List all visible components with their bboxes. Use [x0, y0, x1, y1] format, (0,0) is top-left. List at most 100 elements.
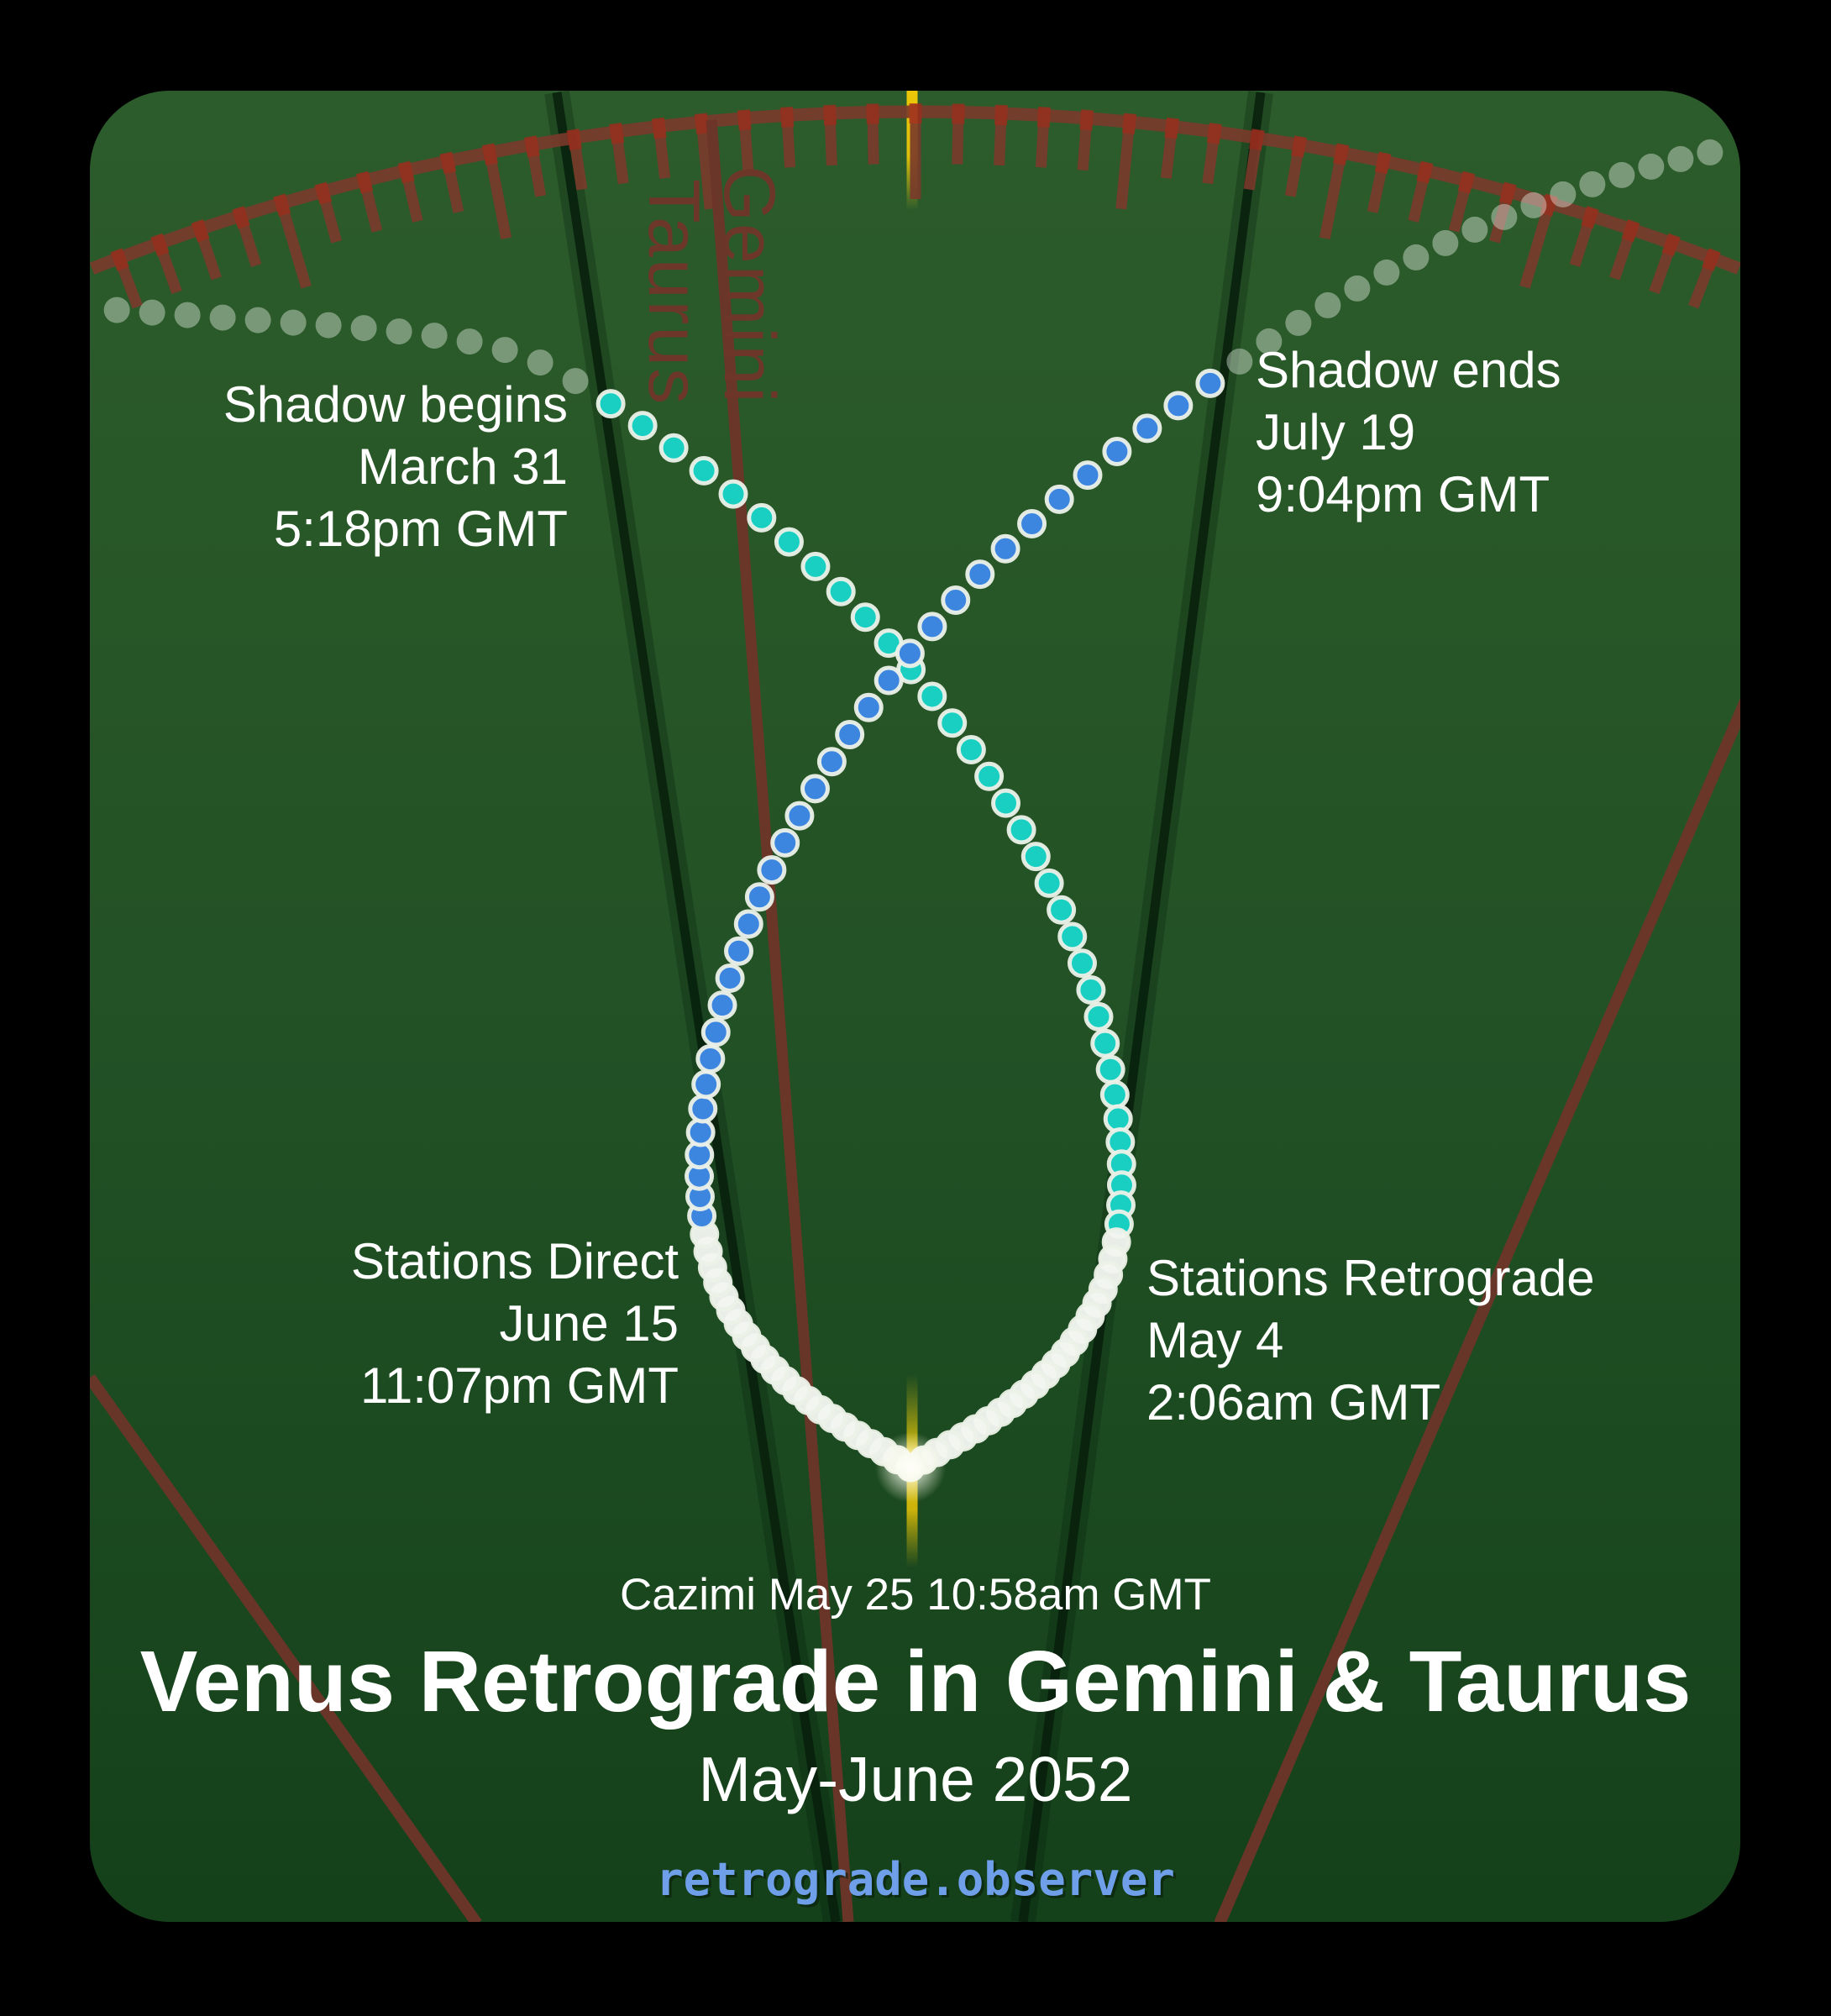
venus-day-dot-blue: [700, 1017, 731, 1047]
venus-day-dot-faded: [562, 368, 589, 395]
venus-day-dot-cyan: [1090, 1028, 1120, 1058]
sign-boundary-gemini-cancer: [1214, 695, 1740, 1922]
venus-day-dot-cyan: [1067, 948, 1097, 979]
ruler-tick-degree-mark: [994, 104, 1008, 126]
ruler-tick-degree-mark: [1206, 122, 1222, 144]
venus-day-dot-faded: [315, 312, 342, 339]
ruler-tick-degree-mark: [1457, 171, 1476, 194]
shadow-begins-time: 5:18pm GMT: [273, 501, 568, 557]
venus-day-dot-blue: [816, 747, 847, 777]
ruler-tick-degree-mark: [1291, 135, 1308, 158]
shadow-ends-title: Shadow ends: [1256, 342, 1561, 398]
venus-day-dot-blue: [990, 533, 1020, 564]
venus-day-dot-cyan: [1047, 895, 1077, 925]
sign-boundary-aries-taurus: [90, 1373, 482, 1922]
ruler-tick-degree-mark: [1702, 248, 1721, 271]
venus-day-dot-faded: [139, 299, 165, 326]
venus-day-dot-faded: [1344, 275, 1371, 302]
venus-day-dot-blue: [874, 665, 904, 696]
ruler-tick-degree-mark: [1079, 109, 1094, 131]
venus-day-dot-blue: [917, 612, 947, 642]
venus-day-dot-blue: [784, 801, 815, 831]
venus-day-dot-cyan: [1095, 1054, 1125, 1084]
venus-day-dot-cyan: [956, 735, 986, 765]
venus-day-dot-faded: [1432, 229, 1459, 256]
venus-day-dot-blue: [685, 1117, 716, 1147]
venus-day-dot-faded: [1403, 244, 1430, 270]
venus-day-dot-faded: [103, 297, 130, 323]
venus-day-dot-blue: [853, 692, 884, 722]
venus-day-dot-cyan: [1076, 975, 1106, 1005]
stations-direct-time: 11:07pm GMT: [359, 1357, 679, 1414]
venus-day-dot-faded: [1608, 161, 1635, 188]
venus-day-dot-blue: [770, 827, 800, 858]
venus-day-dot-cyan: [991, 788, 1021, 818]
venus-day-dot-faded: [280, 309, 307, 336]
shadow-ends-time: 9:04pm GMT: [1256, 466, 1550, 522]
shadow-begins-date: March 31: [357, 438, 568, 495]
stations-retrograde-title: Stations Retrograde: [1146, 1250, 1595, 1306]
ruler-tick-degree-mark: [397, 160, 415, 184]
venus-day-dot-cyan: [1099, 1079, 1130, 1110]
venus-day-dot-cyan: [718, 479, 748, 509]
venus-day-dot-faded: [456, 328, 483, 355]
label-cazimi: Cazimi May 25 10:58am GMT: [620, 1570, 1211, 1620]
venus-day-dot-faded: [1285, 309, 1312, 336]
venus-day-dot-cyan: [747, 502, 777, 533]
shadow-begins-title: Shadow begins: [223, 376, 568, 433]
venus-day-dot-faded: [1638, 153, 1665, 180]
ruler-tick-degree-mark: [737, 109, 752, 131]
ruler-tick-degree-mark: [1036, 106, 1052, 128]
venus-day-dot-blue: [1195, 368, 1225, 398]
ruler-tick-degree-mark: [150, 233, 170, 257]
ruler-tick-degree-mark: [651, 117, 667, 139]
ruler-tick-degree-mark: [779, 106, 795, 128]
venus-day-dot-blue: [733, 909, 763, 939]
venus-day-dot-faded: [1520, 192, 1547, 218]
ruler-tick-degree-mark: [1164, 117, 1180, 139]
ruler-tick-degree-mark: [232, 206, 250, 229]
cazimi-glow: [875, 1432, 946, 1503]
venus-day-dot-blue: [1044, 484, 1074, 514]
venus-day-dot-blue: [688, 1094, 718, 1124]
venus-day-dot-blue: [1163, 391, 1194, 421]
stations-retrograde-time: 2:06am GMT: [1146, 1374, 1441, 1431]
ruler-tick-degree-mark: [439, 151, 457, 175]
ruler-tick-degree-mark: [823, 104, 837, 126]
constellation-boundary-right: [1018, 92, 1266, 1922]
venus-day-dot-blue: [724, 936, 754, 966]
stations-direct-date: June 15: [499, 1295, 679, 1352]
venus-day-dot-cyan: [974, 761, 1005, 791]
sign-label-taurus: Taurus: [633, 179, 714, 407]
ruler-tick-degree-mark: [1661, 233, 1681, 257]
ruler-tick-degree-mark: [355, 171, 374, 194]
venus-day-dot-faded: [421, 323, 448, 349]
venus-day-dot-faded: [174, 302, 201, 328]
venus-day-dot-cyan: [627, 411, 658, 441]
venus-day-dot-blue: [800, 774, 830, 804]
venus-day-dot-faded: [1697, 139, 1723, 165]
venus-day-dot-faded: [1579, 171, 1606, 197]
venus-day-dot-blue: [965, 559, 995, 590]
card-background: [90, 91, 1740, 1922]
venus-day-dot-faded: [350, 315, 377, 342]
venus-day-dot-faded: [1256, 328, 1283, 354]
venus-day-dot-blue: [1132, 413, 1162, 444]
venus-day-dot-faded: [527, 349, 553, 376]
ruler-tick-degree-mark: [314, 181, 333, 205]
venus-day-dot-blue: [707, 990, 737, 1021]
ruler-tick-degree-mark: [1498, 181, 1517, 205]
ruler-tick-degree-mark: [1540, 193, 1558, 217]
site-link[interactable]: retrograde.observer: [656, 1853, 1175, 1906]
shadow-ends-date: July 19: [1256, 404, 1416, 460]
ruler-tick-degree-mark: [1621, 218, 1640, 243]
stations-retrograde-date: May 4: [1146, 1312, 1284, 1368]
ruler-tick-degree-mark: [1416, 160, 1434, 184]
venus-day-dot-faded: [1550, 181, 1577, 207]
venus-day-dot-faded: [1373, 259, 1400, 286]
ruler-tick-degree-mark: [1581, 206, 1599, 229]
venus-day-dot-cyan: [1034, 868, 1064, 898]
